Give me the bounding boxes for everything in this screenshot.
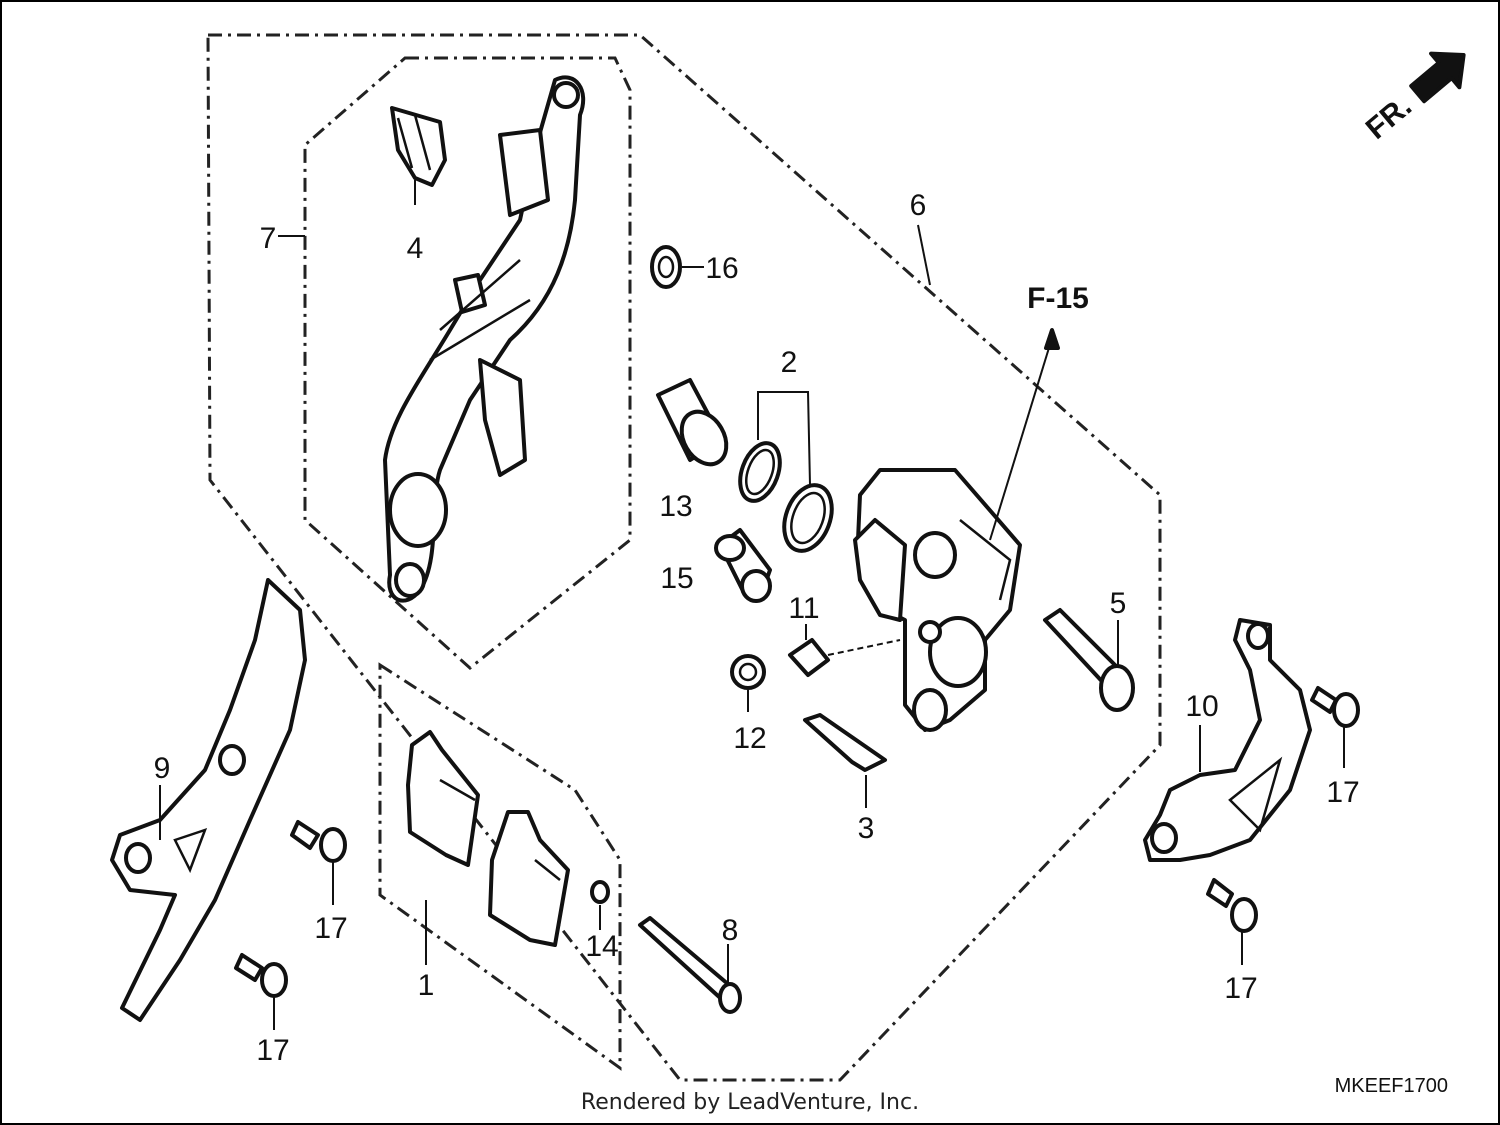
bolt-part-17-d[interactable] bbox=[1206, 878, 1258, 933]
washer-part-14[interactable] bbox=[590, 880, 610, 904]
callout-10: 10 bbox=[1185, 690, 1218, 723]
bolt-part-17-c[interactable] bbox=[1310, 686, 1360, 728]
seal-set-part-2[interactable] bbox=[733, 391, 840, 557]
assembly-outline-7 bbox=[303, 56, 632, 670]
pad-pin-part-8[interactable] bbox=[638, 916, 742, 1014]
callout-11: 11 bbox=[788, 592, 819, 625]
assembly-outline-6 bbox=[206, 33, 1162, 1082]
callout-3: 3 bbox=[858, 812, 875, 845]
boot-part-16[interactable] bbox=[650, 245, 704, 289]
front-direction-label: FR. bbox=[1360, 90, 1418, 146]
caliper-bracket-part-7[interactable] bbox=[383, 75, 586, 603]
callout-8: 8 bbox=[722, 914, 739, 947]
callout-17-b: 17 bbox=[256, 1034, 289, 1067]
brake-pads-part-1[interactable] bbox=[406, 730, 570, 947]
pad-spring-part-4[interactable] bbox=[390, 106, 447, 187]
pin-part-5[interactable] bbox=[1043, 608, 1135, 712]
callout-17-c: 17 bbox=[1326, 776, 1359, 809]
callout-17-a: 17 bbox=[314, 912, 347, 945]
callout-6: 6 bbox=[910, 189, 927, 222]
callout-7: 7 bbox=[260, 222, 277, 255]
diagram-code: MKEEF1700 bbox=[1334, 1075, 1448, 1097]
callout-15: 15 bbox=[660, 562, 693, 595]
callout-12: 12 bbox=[733, 722, 766, 755]
bolt-part-17-b[interactable] bbox=[234, 953, 288, 998]
callout-4: 4 bbox=[407, 232, 424, 265]
pad-retainer-part-3[interactable] bbox=[803, 713, 887, 772]
footer-credit: Rendered by LeadVenture, Inc. bbox=[580, 1090, 920, 1115]
callout-9: 9 bbox=[154, 752, 171, 785]
callout-16: 16 bbox=[705, 252, 738, 285]
assembly-outline-1 bbox=[378, 662, 622, 1071]
bleeder-cap-part-12[interactable] bbox=[730, 654, 766, 690]
bolt-part-17-a[interactable] bbox=[290, 820, 347, 863]
callout-5: 5 bbox=[1110, 587, 1127, 620]
reference-label: F-15 bbox=[1027, 282, 1089, 315]
callout-14: 14 bbox=[585, 930, 618, 963]
caliper-guard-part-10[interactable] bbox=[1143, 618, 1312, 862]
callout-13: 13 bbox=[659, 490, 692, 523]
caliper-body-part-6[interactable] bbox=[853, 468, 1022, 732]
slide-pin-part-15[interactable] bbox=[714, 528, 772, 603]
disc-guard-part-9[interactable] bbox=[110, 578, 307, 1022]
callout-2: 2 bbox=[781, 346, 798, 379]
bleeder-part-11[interactable] bbox=[788, 638, 901, 677]
piston-part-13[interactable] bbox=[656, 378, 735, 472]
callout-1: 1 bbox=[418, 969, 435, 1002]
front-direction-arrow-icon bbox=[1409, 51, 1466, 104]
callout-17-d: 17 bbox=[1224, 972, 1257, 1005]
